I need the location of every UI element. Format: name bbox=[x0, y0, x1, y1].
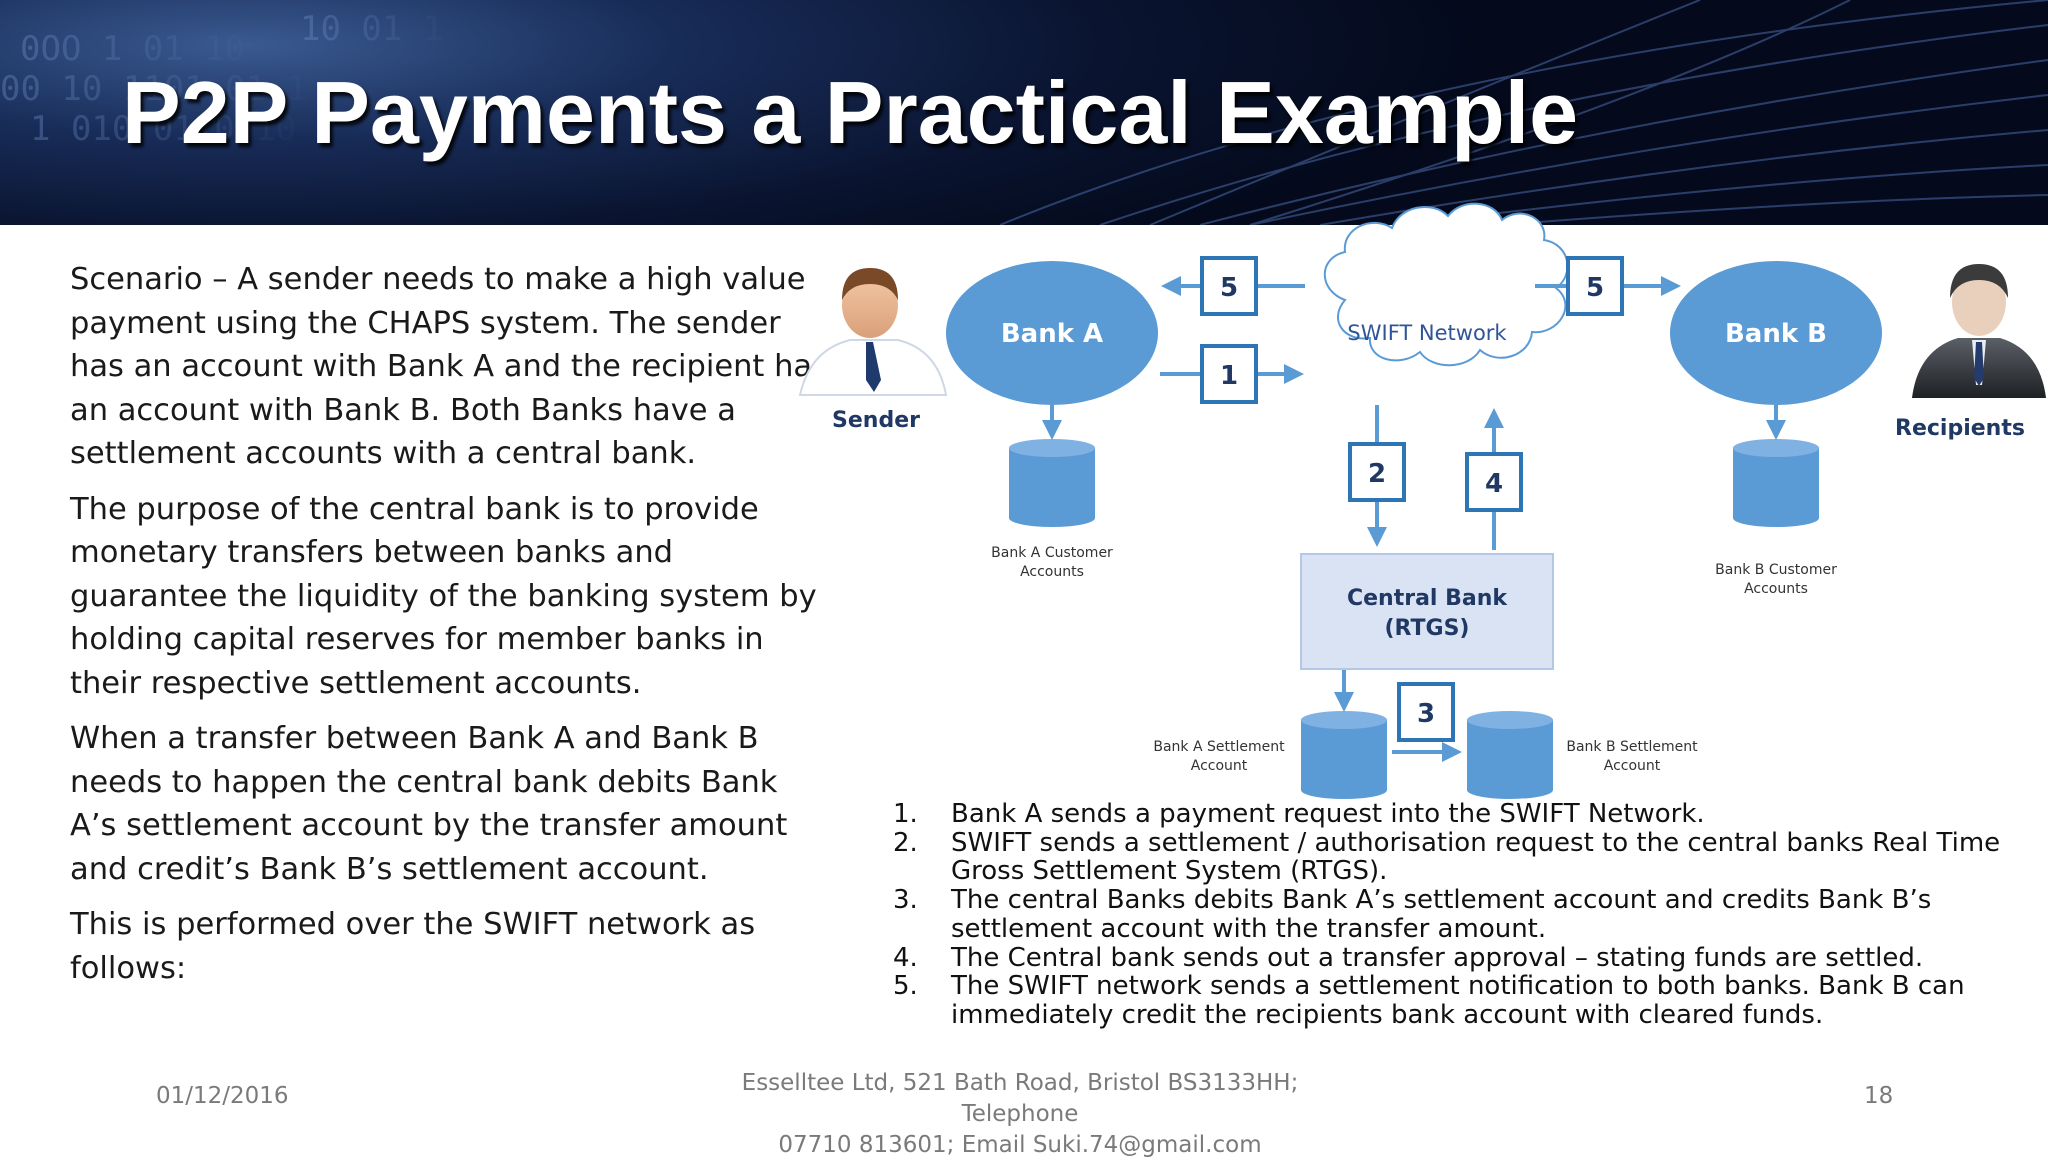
step-1-box bbox=[1200, 344, 1258, 404]
step-item: 5. The SWIFT network sends a settlement n… bbox=[893, 972, 2033, 1029]
bank-a-customer-accounts-db-icon bbox=[1009, 439, 1095, 527]
bank-b-customer-label-line1: Bank B Customer bbox=[1715, 562, 1837, 578]
sender-label: Sender bbox=[832, 408, 920, 433]
svg-text:0OO 1 01 10: 0OO 1 01 10 bbox=[20, 29, 245, 69]
step-5-number-left: 5 bbox=[1220, 273, 1238, 303]
step-item-number: 5. bbox=[893, 971, 918, 1002]
step-5-box-right bbox=[1566, 256, 1624, 316]
svg-text:10 01 1: 10 01 1 bbox=[300, 9, 443, 49]
bank-b-settlement-label-line1: Bank B Settlement bbox=[1566, 739, 1698, 755]
step-2-box bbox=[1348, 442, 1406, 502]
bank-b-settlement-db-icon bbox=[1467, 711, 1553, 799]
bank-b-customer-accounts-db-icon bbox=[1733, 439, 1819, 527]
footer-company-info: Esselltee Ltd, 521 Bath Road, Bristol BS… bbox=[690, 1068, 1350, 1161]
bank-b-settlement-label-line2: Account bbox=[1604, 758, 1661, 774]
bank-b-customer-label-line2: Accounts bbox=[1744, 581, 1808, 597]
step-item: 1. Bank A sends a payment request into th… bbox=[893, 800, 2033, 829]
paragraph-transfer: When a transfer between Bank A and Bank … bbox=[70, 721, 788, 887]
step-item-number: 4. bbox=[893, 942, 918, 973]
header-banner: 0OO 1 01 10 00 10 1101 01 1 1 010 0110 1… bbox=[0, 0, 2048, 225]
step-5-number-right: 5 bbox=[1586, 273, 1604, 303]
central-bank-label: Central Bank bbox=[1347, 586, 1508, 611]
step-item-number: 3. bbox=[893, 885, 918, 916]
step-item-number: 2. bbox=[893, 827, 918, 858]
step-item-number: 1. bbox=[893, 799, 918, 829]
step-1-number: 1 bbox=[1220, 361, 1238, 391]
bank-a-customer-label-line1: Bank A Customer bbox=[991, 545, 1113, 561]
paragraph-scenario: Scenario – A sender needs to make a high… bbox=[70, 262, 828, 471]
bank-b-label: Bank B bbox=[1725, 319, 1827, 349]
step-item-text: The SWIFT network sends a settlement not… bbox=[951, 971, 1965, 1030]
footer-company-line2: 07710 813601; Email Suki.74@gmail.com bbox=[778, 1132, 1262, 1158]
step-item-text: SWIFT sends a settlement / authorisation… bbox=[951, 827, 2001, 887]
recipients-label: Recipients bbox=[1895, 416, 2025, 441]
recipients-person-icon bbox=[1912, 264, 2046, 398]
central-bank-rtgs-label: (RTGS) bbox=[1385, 616, 1470, 641]
step-item: 3. The central Banks debits Bank A’s sett… bbox=[893, 886, 2033, 943]
bank-a-node bbox=[946, 261, 1158, 405]
body-text: Scenario – A sender needs to make a high… bbox=[70, 258, 830, 1002]
step-4-number: 4 bbox=[1485, 469, 1503, 499]
svg-text:00 10 1101 01 1: 00 10 1101 01 1 bbox=[0, 69, 307, 109]
central-bank-box bbox=[1300, 553, 1554, 670]
steps-list: 1. Bank A sends a payment request into th… bbox=[893, 800, 2033, 1030]
step-item: 2. SWIFT sends a settlement / authorisati… bbox=[893, 827, 2033, 887]
step-3-box bbox=[1397, 682, 1455, 742]
swift-network-cloud: SWIFT Network bbox=[1323, 202, 1569, 367]
footer-date: 01/12/2016 bbox=[156, 1083, 289, 1109]
bank-a-customer-label-line2: Accounts bbox=[1020, 564, 1084, 580]
paragraph-central-bank: The purpose of the central bank is to pr… bbox=[70, 491, 817, 701]
step-item-text: Bank A sends a payment request into the … bbox=[951, 799, 1705, 829]
bank-a-label: Bank A bbox=[1001, 319, 1103, 349]
bank-a-settlement-db-icon bbox=[1301, 711, 1387, 799]
bank-b-node bbox=[1670, 261, 1882, 405]
sender-person-icon bbox=[798, 268, 948, 396]
step-item-text: The central Banks debits Bank A’s settle… bbox=[951, 885, 1932, 944]
step-item: 4. The Central bank sends out a transfer … bbox=[893, 942, 2033, 973]
swift-network-label: SWIFT Network bbox=[1347, 321, 1507, 345]
svg-text:1 010 0110 10: 1 010 0110 10 bbox=[30, 109, 296, 149]
slide-title: P2P Payments a Practical Example bbox=[122, 63, 1579, 162]
step-4-box bbox=[1465, 452, 1523, 512]
step-5-box-left bbox=[1200, 256, 1258, 316]
step-item-text: The Central bank sends out a transfer ap… bbox=[951, 942, 1924, 973]
footer-page-number: 18 bbox=[1864, 1083, 1894, 1109]
step-2-number: 2 bbox=[1368, 459, 1386, 489]
step-3-number: 3 bbox=[1417, 699, 1435, 729]
paragraph-swift: This is performed over the SWIFT network… bbox=[70, 907, 756, 986]
footer-company-line1: Esselltee Ltd, 521 Bath Road, Bristol BS… bbox=[741, 1070, 1299, 1127]
bank-a-settlement-label-line2: Account bbox=[1191, 758, 1248, 774]
bank-a-settlement-label-line1: Bank A Settlement bbox=[1153, 739, 1285, 755]
